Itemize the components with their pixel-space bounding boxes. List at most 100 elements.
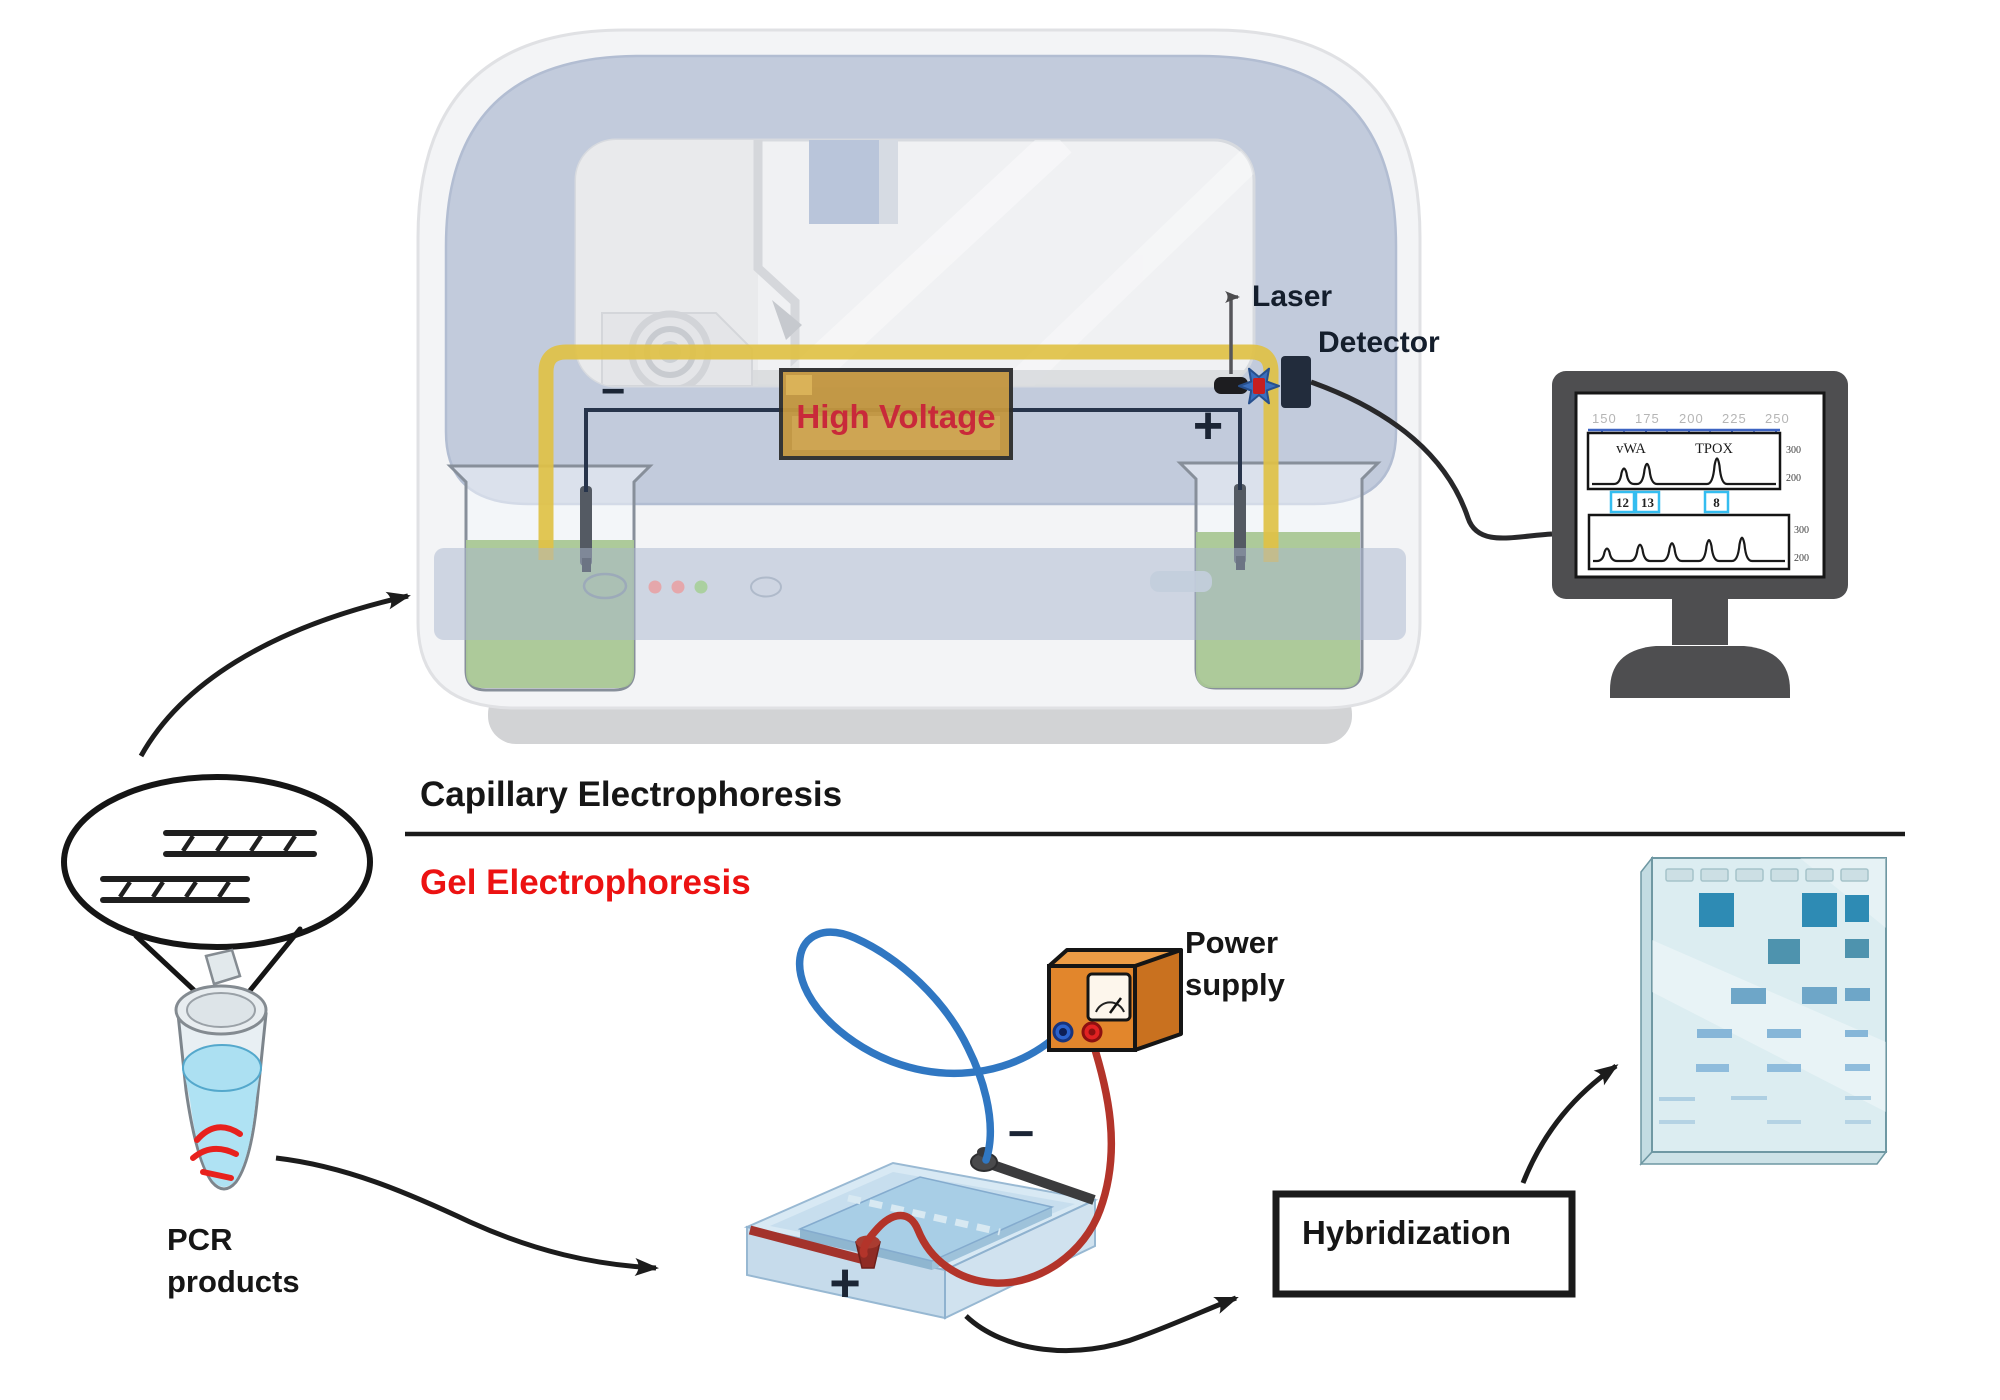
blot-band: [1696, 1064, 1729, 1072]
blot-left-edge: [1640, 855, 1653, 1166]
laser-label: Laser: [1252, 280, 1332, 313]
blot-band: [1845, 895, 1869, 922]
psu-jack-positive-hole: [1088, 1028, 1096, 1036]
arrow-to-hybridization: [964, 1295, 1239, 1354]
front-oval-1: [582, 572, 628, 600]
laser-burst-core: [1253, 378, 1265, 394]
pcr-label-line2: products: [167, 1264, 300, 1299]
tube-lid-tab: [204, 948, 242, 986]
blot-band: [1659, 1097, 1695, 1101]
blot-bands: [1659, 893, 1871, 1124]
blot-well: [1735, 868, 1764, 882]
allele-calls: 12 13 8: [1609, 490, 1730, 514]
front-band: [434, 548, 1406, 640]
capillary-section-title: Capillary Electrophoresis: [420, 775, 842, 814]
gel-slab-front-edge: [932, 1207, 1052, 1270]
negative-sign-machine: −: [601, 367, 626, 414]
window-slot: [809, 140, 879, 224]
front-oval-2: [750, 576, 782, 598]
blot-wells: [1665, 868, 1869, 882]
panel2-y-200: 200: [1794, 553, 1809, 564]
dna-magnifier: [61, 591, 411, 1023]
blot-band: [1845, 1096, 1871, 1100]
window-notch: [772, 300, 802, 340]
magnifier-circle: [61, 774, 373, 950]
blot-band: [1768, 939, 1800, 964]
arrow-to-instrument: [138, 591, 411, 758]
ruler-tick-150: 150: [1592, 411, 1617, 426]
negative-sign-gel: −: [1008, 1107, 1035, 1159]
blot-band: [1845, 1030, 1868, 1037]
panel2-trace: [1593, 536, 1785, 563]
blot-band: [1699, 893, 1734, 927]
ruler-tick-175: 175: [1635, 411, 1660, 426]
allele-13: 13: [1641, 495, 1655, 510]
panel1-trace: [1592, 457, 1776, 486]
ruler-tick-250: 250: [1765, 411, 1790, 426]
positive-sign-machine: +: [1193, 397, 1223, 455]
allele-8: 8: [1713, 495, 1720, 510]
power-supply-label-line1: Power: [1185, 925, 1278, 960]
monitor-stand: [1610, 646, 1790, 698]
blot-sheen: [1652, 940, 1886, 1112]
blot-band: [1659, 1120, 1695, 1124]
detector-unit: [1281, 356, 1311, 408]
marker-tpox: TPOX: [1695, 441, 1733, 457]
psu-meter: [1086, 972, 1132, 1022]
marker-vwa: vWA: [1616, 441, 1646, 457]
blot-band: [1767, 1029, 1801, 1038]
indicator-light-2: [671, 580, 685, 594]
gel-tank: − +: [743, 1107, 1099, 1320]
high-voltage-box: High Voltage: [779, 368, 1013, 460]
ruler-tick-225: 225: [1722, 411, 1747, 426]
tank-right-face: [944, 1198, 1096, 1320]
cathode-bar: [988, 1159, 1096, 1205]
hybridization-label: Hybridization: [1302, 1214, 1511, 1251]
blot-bottom-edge: [1639, 1151, 1888, 1165]
dna-fragment-2: [100, 876, 250, 903]
ce-instrument: − + High Voltage Laser Detector: [416, 28, 1440, 744]
blot-membrane: [1639, 855, 1888, 1166]
pcr-label-line1: PCR: [167, 1222, 232, 1257]
blot-band: [1731, 1096, 1767, 1100]
panel1-y-300: 300: [1786, 445, 1801, 456]
ruler-tick-200: 200: [1679, 411, 1704, 426]
psu-meter-needle: [1108, 997, 1123, 1014]
blot-band: [1845, 988, 1870, 1001]
gel-section-title: Gel Electrophoresis: [420, 863, 751, 902]
blot-band: [1767, 1064, 1801, 1072]
monitor-cable: [1310, 379, 1553, 541]
indicator-light-3: [694, 580, 708, 594]
laser-emitter: [1214, 377, 1248, 394]
panel1-box: [1586, 431, 1782, 491]
anode-bar: [748, 1225, 874, 1267]
blot-well: [1770, 868, 1799, 882]
blot-band: [1697, 1029, 1732, 1038]
psu-jack-negative-hole: [1059, 1028, 1067, 1036]
wire-blue: [795, 928, 1067, 1164]
arrow-to-gel: [275, 1155, 659, 1276]
tube-cap-inner: [186, 992, 256, 1028]
window-seam: [753, 140, 800, 386]
power-supply-label-line2: supply: [1185, 967, 1286, 1002]
psu-side: [1133, 948, 1183, 1052]
detector-label: Detector: [1318, 326, 1440, 359]
high-voltage-label: High Voltage: [796, 398, 995, 435]
dna-fragment-1: [163, 830, 317, 857]
arrow-to-blot: [1520, 1063, 1619, 1184]
power-supply: Power supply: [795, 925, 1286, 1287]
blot-band: [1845, 1120, 1871, 1124]
wire-red: [859, 1036, 1116, 1287]
capillary-tube: [538, 344, 1279, 562]
blot-band: [1767, 1120, 1801, 1124]
window-slot-edge: [879, 140, 898, 224]
front-button: [1150, 571, 1212, 592]
indicator-light-1: [648, 580, 662, 594]
blot-band: [1802, 987, 1837, 1004]
monitor-neck: [1672, 599, 1728, 645]
dna-in-tube: [190, 1124, 243, 1181]
panel2-y-300: 300: [1794, 525, 1809, 536]
allele-12: 12: [1616, 495, 1629, 510]
pcr-tube: PCR products: [167, 948, 659, 1299]
